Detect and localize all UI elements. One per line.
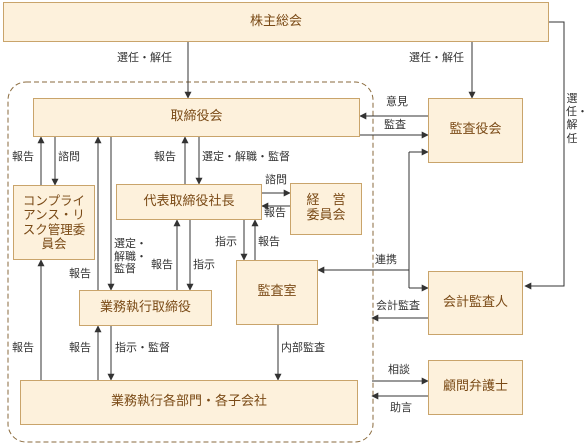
label-instruct-audit-office: 指示 — [215, 235, 237, 248]
label-report-dept-exec: 報告 — [69, 341, 91, 354]
label-instruct-supervise: 指示・監督 — [115, 341, 170, 354]
auditors-board-box: 監査役会 — [428, 98, 523, 163]
legal-advisor-box: 顧問弁護士 — [428, 360, 523, 415]
accounting-auditor-label: 会計監査人 — [442, 294, 508, 310]
executive-officers-box: 業務執行取締役 — [79, 290, 212, 326]
label-report-president-board: 報告 — [154, 150, 176, 163]
label-appoint-president: 選定・解職・監督 — [202, 150, 290, 163]
compliance-label: コンプライアンス・リスク管理委員会 — [22, 192, 86, 251]
audit-office-label: 監査室 — [257, 284, 297, 300]
label-audit: 監査 — [384, 118, 406, 131]
label-advice-legal: 助言 — [390, 401, 412, 414]
label-internal-audit: 内部監査 — [281, 341, 325, 354]
board-label: 取締役会 — [170, 109, 223, 125]
legal-advisor-label: 顧問弁護士 — [442, 379, 508, 395]
label-consult-management: 諮問 — [265, 173, 287, 186]
management-committee-label: 経 営 委員会 — [306, 193, 346, 223]
president-box: 代表取締役社長 — [116, 184, 262, 220]
label-consult-legal: 相談 — [388, 363, 410, 376]
audit-office-box: 監査室 — [236, 260, 318, 325]
departments-box: 業務執行各部門・各子会社 — [20, 380, 358, 425]
label-report-exec-board: 報告 — [69, 267, 91, 280]
label-accounting-audit: 会計監査 — [376, 299, 420, 312]
label-report-board-compliance: 報告 — [12, 150, 34, 163]
governance-boundary — [7, 81, 374, 443]
label-report-dept-compliance: 報告 — [12, 341, 34, 354]
president-label: 代表取締役社長 — [143, 193, 235, 209]
departments-label: 業務執行各部門・各子会社 — [110, 394, 267, 410]
board-box: 取締役会 — [33, 98, 360, 137]
label-elect-dismiss-board: 選任・解任 — [117, 51, 172, 64]
label-elect-dismiss-accounting: 選任・解任 — [566, 92, 585, 145]
label-appoint-exec: 選定・ 解職・ 監督 — [114, 237, 147, 276]
label-report-audit-office: 報告 — [258, 235, 280, 248]
compliance-box: コンプライアンス・リスク管理委員会 — [13, 185, 95, 260]
label-report-exec-president: 報告 — [151, 258, 173, 271]
label-opinion: 意見 — [386, 95, 408, 108]
label-elect-dismiss-auditors: 選任・解任 — [409, 51, 464, 64]
shareholders-label: 株主総会 — [249, 13, 302, 29]
executive-officers-label: 業務執行取締役 — [99, 299, 191, 315]
shareholders-box: 株主総会 — [3, 2, 549, 42]
label-instruct-exec: 指示 — [193, 258, 215, 271]
arrow-shareholders-accounting — [524, 21, 565, 290]
auditors-board-label: 監査役会 — [449, 122, 502, 138]
management-committee-box: 経 営 委員会 — [290, 183, 362, 235]
label-report-management: 報告 — [264, 206, 286, 219]
accounting-auditor-box: 会計監査人 — [428, 271, 523, 335]
label-consult-compliance: 諮問 — [58, 150, 80, 163]
label-cooperation: 連携 — [375, 253, 397, 266]
